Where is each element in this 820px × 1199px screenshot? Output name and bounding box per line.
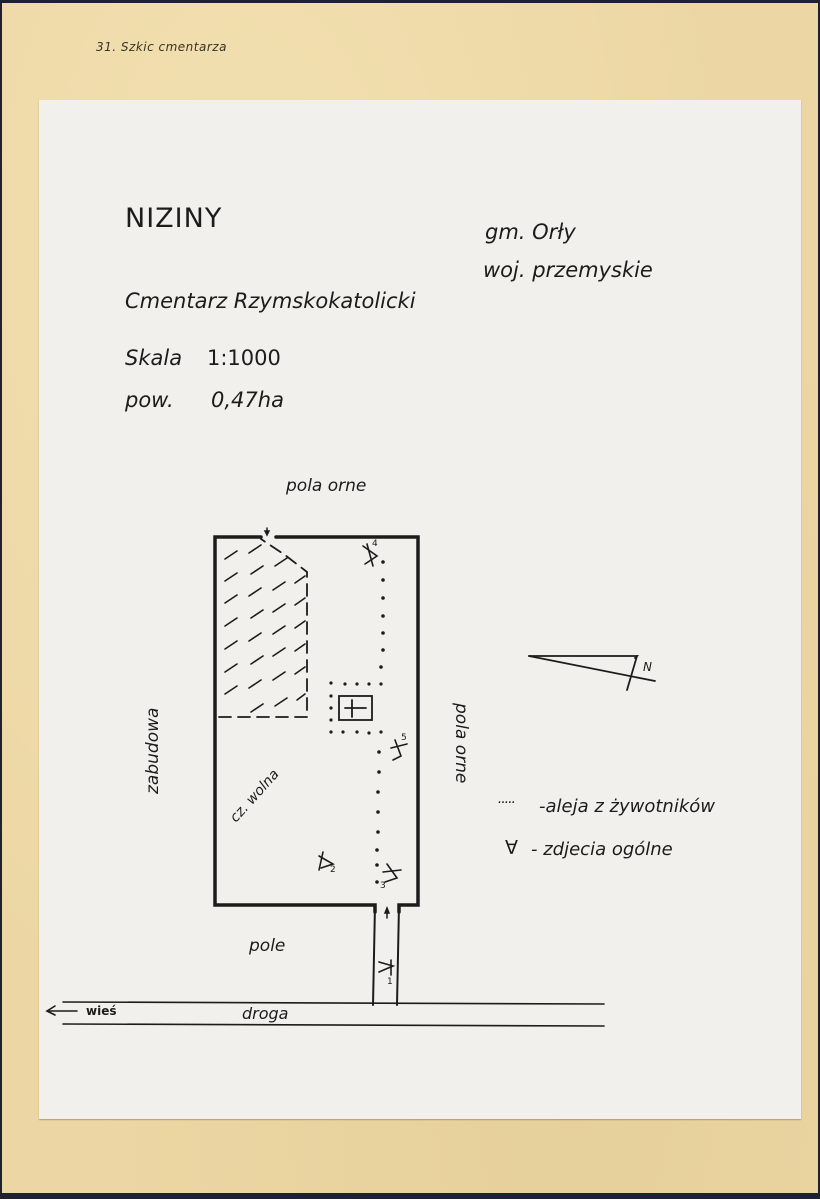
photo-point-1-number: 1 bbox=[387, 977, 393, 987]
photo-point-2-icon bbox=[318, 851, 335, 871]
cemetery-plan: 1 2 3 4 5 bbox=[45, 527, 656, 1027]
legend-alley-label: -aleja z żywotników bbox=[539, 796, 715, 817]
area-value: 0,47ha bbox=[211, 388, 284, 412]
access-path bbox=[372, 904, 400, 1006]
voivodeship: woj. przemyskie bbox=[483, 258, 653, 282]
photo-point-4-icon bbox=[362, 543, 379, 567]
figure-caption: 31. Szkic cmentarza bbox=[96, 40, 227, 54]
hatching bbox=[224, 544, 306, 713]
label-road: droga bbox=[242, 1004, 289, 1023]
label-village: wieś bbox=[86, 1004, 117, 1018]
chapel-cross-icon bbox=[338, 695, 373, 721]
place-name: NIZINY bbox=[125, 203, 223, 234]
commune: gm. Orły bbox=[485, 220, 576, 244]
cemetery-type: Cmentarz Rzymskokatolicki bbox=[125, 289, 416, 313]
label-north-fields: pola orne bbox=[286, 476, 367, 496]
sketch-sheet: NIZINY gm. Orły woj. przemyskie Cmentarz… bbox=[39, 100, 801, 1119]
photo-point-5-icon bbox=[390, 739, 408, 761]
scale-value: 1:1000 bbox=[207, 346, 281, 370]
label-south-field: pole bbox=[249, 936, 286, 956]
thuja-alley bbox=[329, 560, 385, 884]
photo-point-5-number: 5 bbox=[401, 733, 407, 743]
north-arrow-icon bbox=[528, 655, 656, 691]
dotted-line-icon: ····· bbox=[497, 795, 515, 811]
photo-point-3-icon bbox=[382, 863, 402, 883]
gate-arrow-icon bbox=[263, 527, 391, 919]
compass-north-label: N bbox=[643, 660, 652, 674]
area-label: pow. bbox=[125, 388, 174, 412]
photo-point-4-number: 4 bbox=[372, 539, 378, 549]
legend-photos-label: - zdjecia ogólne bbox=[531, 839, 673, 860]
old-graves-area bbox=[218, 538, 308, 718]
road bbox=[45, 1001, 605, 1027]
camera-viewpoint-icon: ∀ bbox=[505, 837, 518, 859]
photo-point-2-number: 2 bbox=[330, 865, 336, 875]
photo-point-1-icon bbox=[378, 959, 396, 976]
scale-label: Skala bbox=[125, 346, 183, 370]
cemetery-boundary bbox=[213, 535, 420, 914]
mounting-board: 31. Szkic cmentarza NIZINY gm. Orły woj.… bbox=[2, 3, 818, 1193]
photo-point-3-number: 3 bbox=[380, 881, 386, 891]
